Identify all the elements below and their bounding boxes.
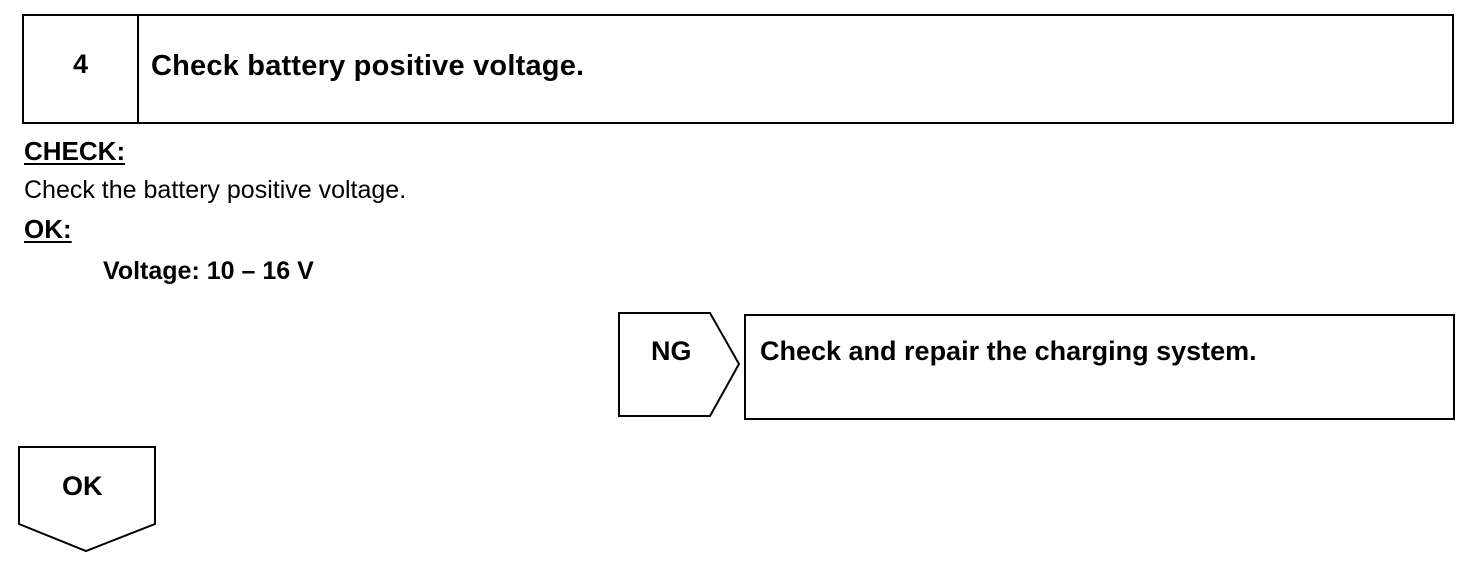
- check-heading: CHECK:: [24, 136, 126, 166]
- step-number: 4: [72, 48, 89, 79]
- ng-arrow-shape: [618, 312, 741, 417]
- step-header: 4 Check battery positive voltage.: [22, 14, 1454, 124]
- voltage-spec: Voltage: 10 – 16 V: [103, 257, 314, 285]
- ok-arrow-shape: [18, 446, 156, 553]
- ok-label: OK: [62, 471, 103, 501]
- check-instruction: Check the battery positive voltage.: [24, 176, 407, 204]
- ng-action-box: Check and repair the charging system.: [744, 314, 1455, 420]
- ng-action-text: Check and repair the charging system.: [760, 336, 1257, 366]
- ng-label: NG: [651, 336, 692, 366]
- ok-heading: OK:: [24, 214, 72, 244]
- step-title: Check battery positive voltage.: [151, 50, 585, 82]
- step-number-cell: 4: [24, 16, 139, 122]
